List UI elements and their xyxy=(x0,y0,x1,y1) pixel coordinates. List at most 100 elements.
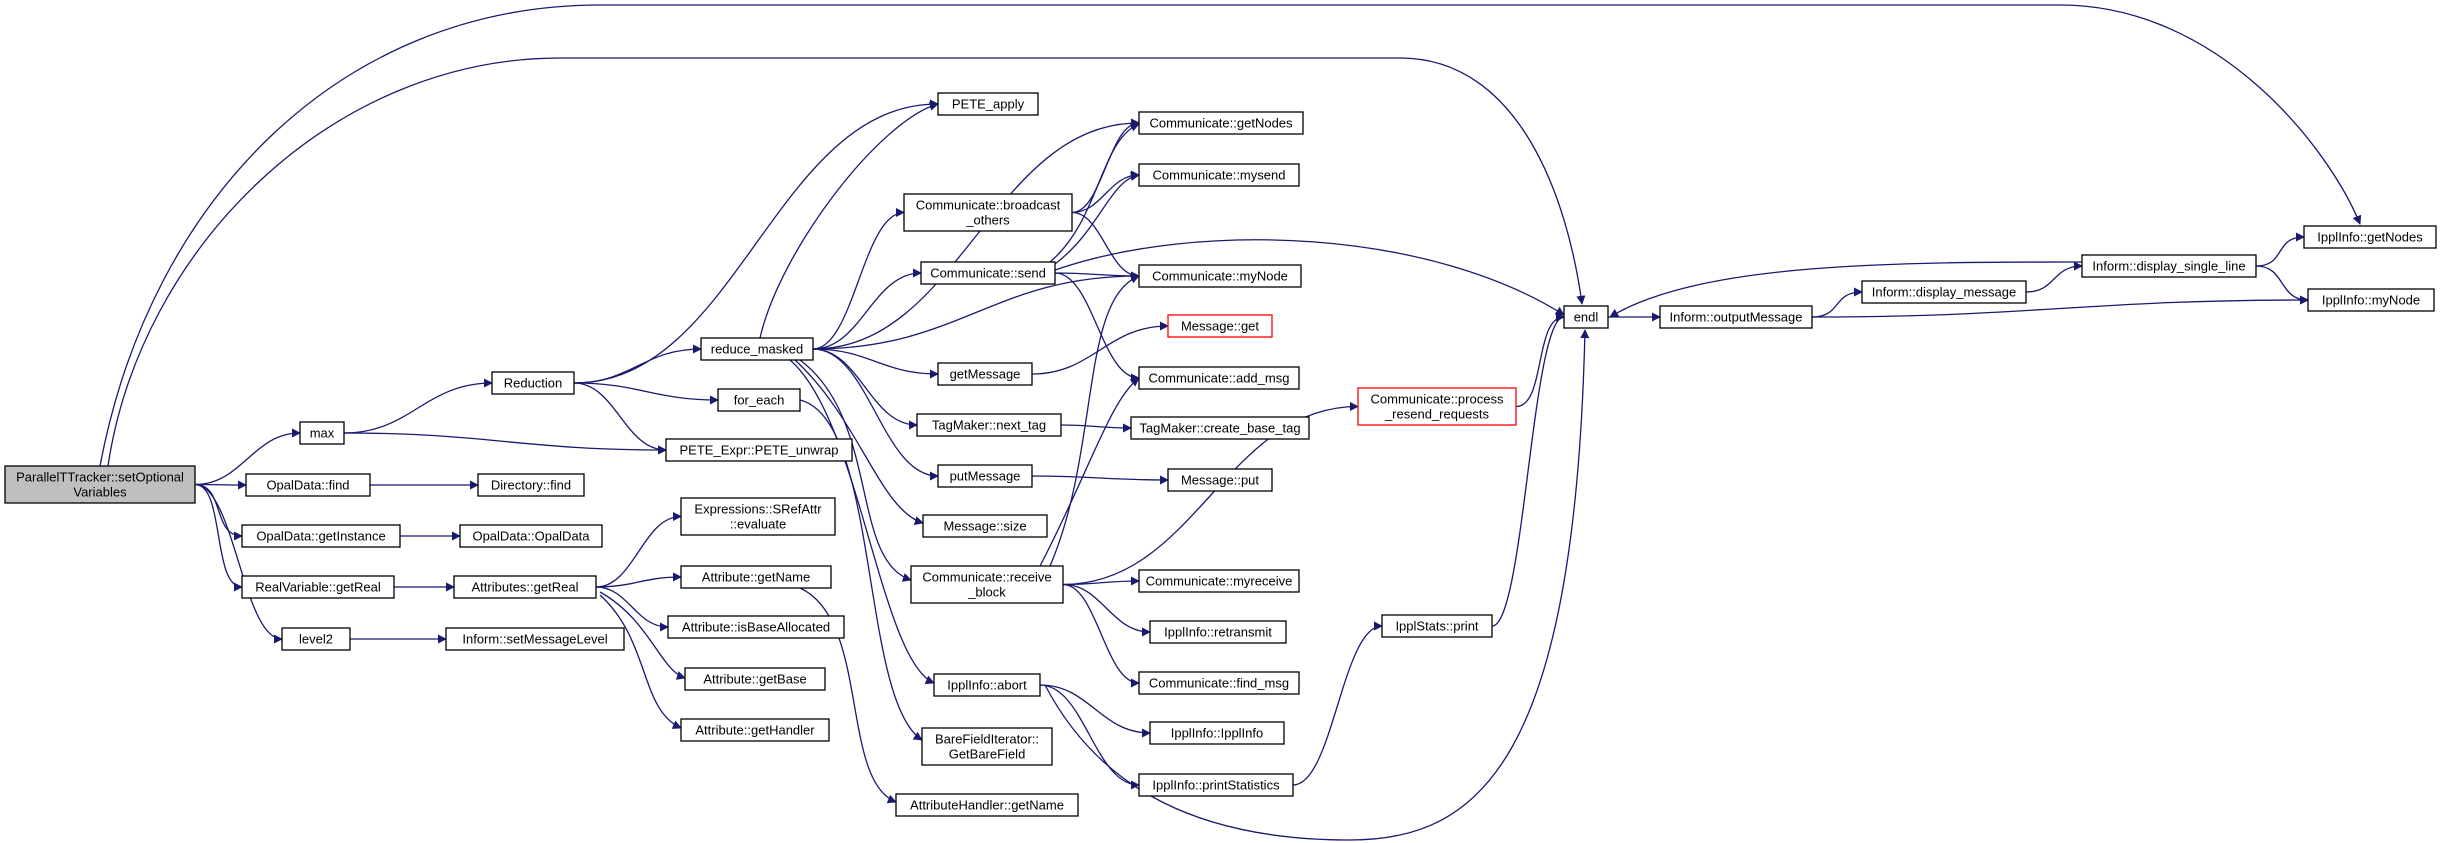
node-ipplstats-print[interactable]: IpplStats::print xyxy=(1381,614,1493,638)
node-label: Message::size xyxy=(943,519,1026,534)
node-pete-apply[interactable]: PETE_apply xyxy=(937,92,1039,116)
node-label: putMessage xyxy=(950,469,1021,484)
node-tagmaker-create-base-tag[interactable]: TagMaker::create_base_tag xyxy=(1130,416,1310,440)
node-label: Message::get xyxy=(1181,319,1259,334)
call-edge-comm_receive_block-to-comm_add_msg xyxy=(1039,377,1140,567)
node-comm-getnodes[interactable]: Communicate::getNodes xyxy=(1138,111,1304,135)
call-edge-tagmaker_next_tag-to-tagmaker_create_base_tag xyxy=(1060,423,1132,433)
node-endl[interactable]: endl xyxy=(1563,305,1609,329)
node-comm-send[interactable]: Communicate::send xyxy=(920,261,1056,285)
call-edge-reduce_masked-to-comm_getnodes xyxy=(812,118,1140,350)
node-reduction[interactable]: Reduction xyxy=(491,371,575,395)
node-comm-myreceive[interactable]: Communicate::myreceive xyxy=(1138,569,1300,593)
node-label: Communicate::find_msg xyxy=(1149,676,1289,691)
node-reduce-masked[interactable]: reduce_masked xyxy=(700,337,814,361)
call-edge-getmessage-to-message_get xyxy=(1031,321,1169,375)
node-box xyxy=(491,371,575,395)
call-edge-attribute_getname-to-attributehandler_getname xyxy=(799,587,897,804)
node-box xyxy=(937,92,1039,116)
node-label: Communicate::send xyxy=(930,266,1046,281)
call-edge-reduce_masked-to-tagmaker_next_tag xyxy=(812,348,918,430)
node-label: IpplInfo::getNodes xyxy=(2317,230,2423,245)
node-attribute-gethandler[interactable]: Attribute::getHandler xyxy=(680,718,830,742)
call-edge-reduction-to-pete_unwrap xyxy=(573,382,667,455)
node-comm-find-msg[interactable]: Communicate::find_msg xyxy=(1138,671,1300,695)
node-box xyxy=(665,438,853,462)
node-opaldata-getinstance[interactable]: OpalData::getInstance xyxy=(241,524,401,548)
node-putmessage[interactable]: putMessage xyxy=(937,464,1033,488)
node-max[interactable]: max xyxy=(299,421,345,445)
call-edge-reduction-to-for_each xyxy=(573,382,719,405)
node-comm-mysend[interactable]: Communicate::mysend xyxy=(1138,163,1300,187)
node-box xyxy=(2307,288,2435,312)
node-ipplinfo-mynode[interactable]: IpplInfo::myNode xyxy=(2307,288,2435,312)
call-edge-attributes_getreal-to-srefattr_evaluate xyxy=(595,511,682,588)
node-attributes-getreal[interactable]: Attributes::getReal xyxy=(453,575,597,599)
node-label: Attribute::getBase xyxy=(703,672,806,687)
call-edge-comm_send-to-comm_mysend xyxy=(1054,171,1140,265)
node-opaldata-find[interactable]: OpalData::find xyxy=(245,473,371,497)
node-label: Communicate::myreceive xyxy=(1146,574,1293,589)
node-attribute-isbaseallocated[interactable]: Attribute::isBaseAllocated xyxy=(667,615,845,639)
call-edge-reduce_masked-to-comm_send xyxy=(812,268,922,350)
node-box xyxy=(933,673,1041,697)
node-box xyxy=(1138,163,1300,187)
node-attribute-getname[interactable]: Attribute::getName xyxy=(680,565,832,589)
node-box xyxy=(453,575,597,599)
node-box xyxy=(1167,314,1273,338)
call-edges xyxy=(99,4,2362,841)
node-label: Directory::find xyxy=(491,478,571,493)
node-srefattr-evaluate[interactable]: Expressions::SRefAttr::evaluate xyxy=(680,497,836,536)
node-barefielditerator[interactable]: BareFieldIterator::GetBareField xyxy=(921,727,1053,766)
node-ipplinfo-printstatistics[interactable]: IpplInfo::printStatistics xyxy=(1138,773,1294,797)
node-ipplinfo-getnodes[interactable]: IpplInfo::getNodes xyxy=(2303,225,2437,249)
call-edge-ipplinfo_abort-to-endl xyxy=(1044,329,1590,841)
node-label: Inform::display_single_line xyxy=(2092,259,2245,274)
node-tagmaker-next-tag[interactable]: TagMaker::next_tag xyxy=(916,413,1062,437)
node-directory-find[interactable]: Directory::find xyxy=(477,473,585,497)
node-attribute-getbase[interactable]: Attribute::getBase xyxy=(684,667,826,691)
node-box xyxy=(2303,225,2437,249)
node-comm-receive-block[interactable]: Communicate::receive_block xyxy=(910,565,1064,604)
node-label: _resend_requests xyxy=(1384,407,1490,422)
node-ipplinfo-ctor[interactable]: IpplInfo::IpplInfo xyxy=(1149,721,1285,745)
node-ipplinfo-abort[interactable]: IpplInfo::abort xyxy=(933,673,1041,697)
node-realvariable-getreal[interactable]: RealVariable::getReal xyxy=(241,575,395,599)
node-box xyxy=(680,497,836,536)
node-comm-mynode[interactable]: Communicate::myNode xyxy=(1138,264,1302,288)
node-attributehandler-getname[interactable]: AttributeHandler::getName xyxy=(895,793,1079,817)
call-edge-comm_receive_block-to-ipplinfo_retransmit xyxy=(1062,583,1151,637)
node-box xyxy=(680,565,832,589)
node-opaldata-ctor[interactable]: OpalData::OpalData xyxy=(459,524,603,548)
node-getmessage[interactable]: getMessage xyxy=(937,362,1033,386)
node-for-each[interactable]: for_each xyxy=(717,388,801,412)
node-box xyxy=(680,718,830,742)
node-ipplinfo-retransmit[interactable]: IpplInfo::retransmit xyxy=(1149,620,1287,644)
node-comm-broadcast-others[interactable]: Communicate::broadcast_others xyxy=(903,193,1073,232)
node-label: PETE_apply xyxy=(952,97,1025,112)
call-edge-ipplinfo_abort-to-ipplinfo_ctor xyxy=(1039,684,1151,738)
node-comm-add-msg[interactable]: Communicate::add_msg xyxy=(1138,366,1300,390)
node-message-get[interactable]: Message::get xyxy=(1167,314,1273,338)
node-message-put[interactable]: Message::put xyxy=(1167,468,1273,492)
node-comm-process-resend[interactable]: Communicate::process_resend_requests xyxy=(1357,387,1517,426)
node-box xyxy=(477,473,585,497)
node-inform-display-single-line[interactable]: Inform::display_single_line xyxy=(2081,254,2257,278)
node-label: IpplInfo::printStatistics xyxy=(1152,778,1280,793)
node-label: OpalData::OpalData xyxy=(472,529,590,544)
node-label: OpalData::find xyxy=(266,478,349,493)
call-edge-comm_broadcast_others-to-comm_mysend xyxy=(1071,170,1140,214)
node-pete-unwrap[interactable]: PETE_Expr::PETE_unwrap xyxy=(665,438,853,462)
node-level2[interactable]: level2 xyxy=(281,627,351,651)
call-edge-reduce_masked-to-comm_broadcast_others xyxy=(812,207,905,350)
node-message-size[interactable]: Message::size xyxy=(922,514,1048,538)
call-edge-comm_receive_block-to-comm_find_msg xyxy=(1062,583,1140,688)
node-inform-outputmessage[interactable]: Inform::outputMessage xyxy=(1659,305,1813,329)
call-edge-root-to-endl xyxy=(107,57,1586,467)
call-edge-root-to-ipplinfo_getnodes xyxy=(99,4,2362,467)
node-inform-display-message[interactable]: Inform::display_message xyxy=(1861,280,2027,304)
node-inform-setmessagelevel[interactable]: Inform::setMessageLevel xyxy=(445,627,625,651)
call-edge-comm_receive_block-to-comm_mynode xyxy=(1049,274,1140,567)
